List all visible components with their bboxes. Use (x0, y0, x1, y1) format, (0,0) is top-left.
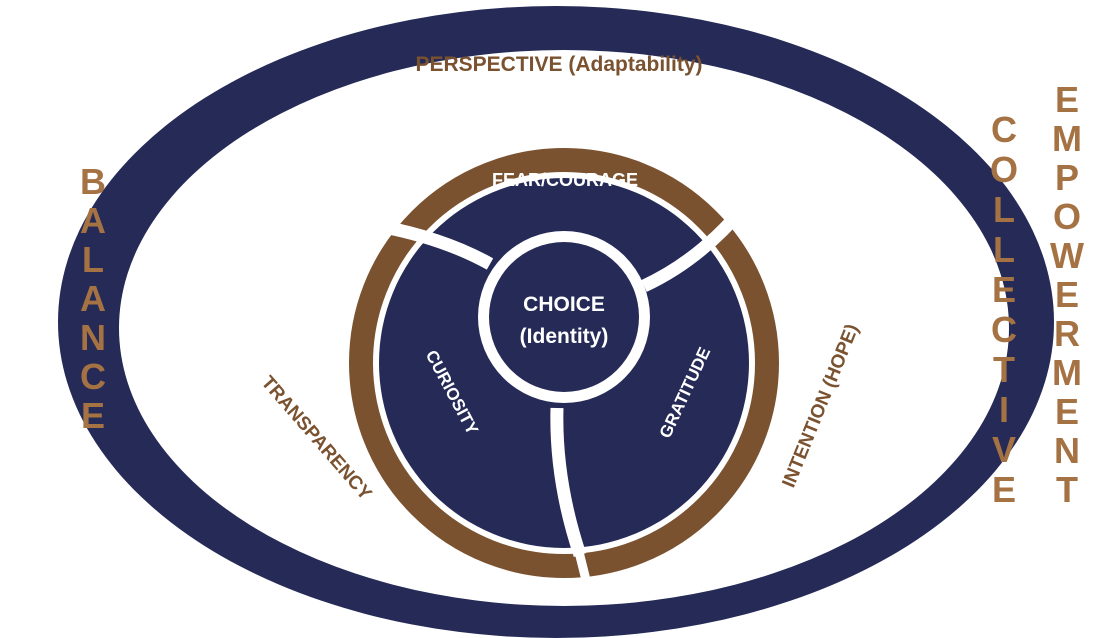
vertical-letter: R (1053, 313, 1080, 354)
vertical-letter: E (992, 469, 1017, 510)
vertical-letter: T (993, 349, 1015, 390)
vertical-letter: M (1051, 118, 1082, 159)
vertical-letter: N (1053, 430, 1080, 471)
vertical-letter: C (80, 356, 106, 397)
vertical-letter: C (991, 109, 1017, 150)
vertical-letter: B (80, 161, 106, 202)
vertical-letter: N (80, 317, 106, 358)
vertical-letter: E (992, 269, 1017, 310)
vertical-letter: O (990, 149, 1019, 190)
perspective-label: PERSPECTIVE (Adaptability) (415, 53, 702, 76)
vertical-letter: C (991, 309, 1017, 350)
vertical-letter: A (80, 278, 106, 319)
choice-label: CHOICE (523, 293, 605, 316)
identity-label: (Identity) (520, 325, 609, 348)
vertical-letter: L (993, 189, 1015, 230)
vertical-letter: L (993, 229, 1015, 270)
vertical-letter: O (1052, 196, 1081, 237)
vertical-letter: M (1051, 352, 1082, 393)
vertical-letter: E (1054, 391, 1079, 432)
vertical-letter: W (1050, 235, 1084, 276)
ring-gap-left (337, 208, 385, 247)
vertical-letter: T (1055, 469, 1078, 510)
outer-ring (349, 148, 779, 578)
fear-courage-label: FEAR/COURAGE (492, 170, 638, 190)
vertical-letter: E (1054, 79, 1079, 120)
vertical-letter: E (1054, 274, 1079, 315)
vertical-letter: E (80, 395, 105, 436)
vertical-letter: L (82, 239, 104, 280)
vertical-letter: A (80, 200, 106, 241)
vertical-letter: V (992, 429, 1017, 470)
center-disc (489, 242, 639, 392)
vertical-letter: I (999, 389, 1010, 430)
spoke-left (366, 217, 494, 270)
spoke-bottom (550, 407, 587, 558)
spoke-right (641, 202, 750, 292)
vertical-letter: P (1054, 157, 1079, 198)
